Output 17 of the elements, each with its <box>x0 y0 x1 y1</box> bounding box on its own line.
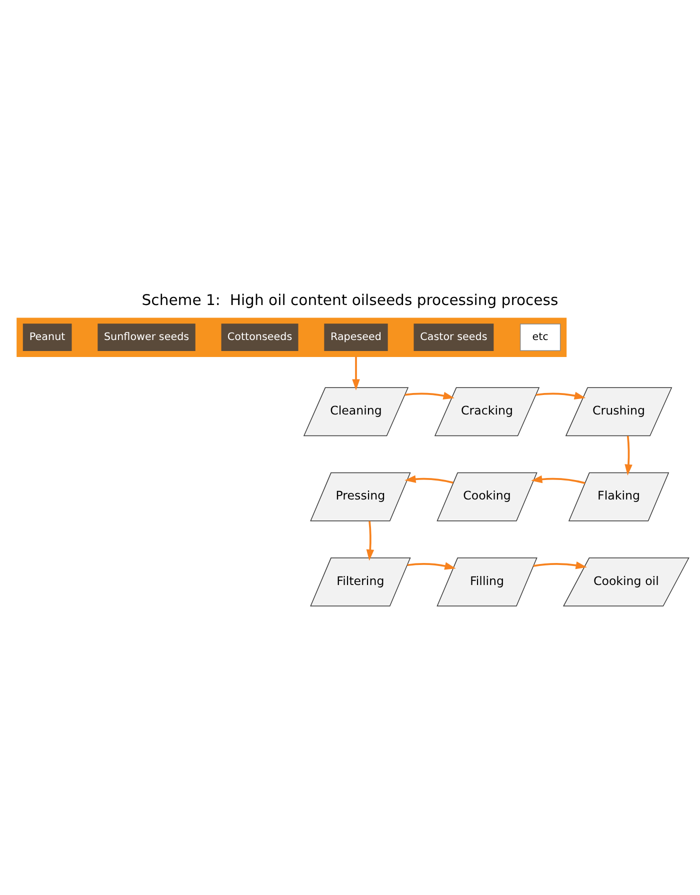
node-box: Castor seeds <box>414 323 494 351</box>
arrow <box>531 474 586 484</box>
arrow <box>404 474 454 484</box>
arrow <box>624 435 632 476</box>
node-box: etc <box>520 323 561 351</box>
arrow <box>404 391 454 400</box>
cluster <box>16 317 567 356</box>
arrow <box>536 391 586 399</box>
arrow <box>533 560 587 569</box>
arrow <box>407 562 456 570</box>
node-box: Rapeseed <box>324 323 388 351</box>
arrow <box>352 356 360 390</box>
diagram-title: Scheme 1: High oil content oilseeds processing process <box>142 291 558 308</box>
node-box: Peanut <box>22 323 72 351</box>
node-box: Cottonseeds <box>221 323 298 351</box>
arrow <box>366 520 374 560</box>
node-box: Sunflower seeds <box>98 323 196 351</box>
